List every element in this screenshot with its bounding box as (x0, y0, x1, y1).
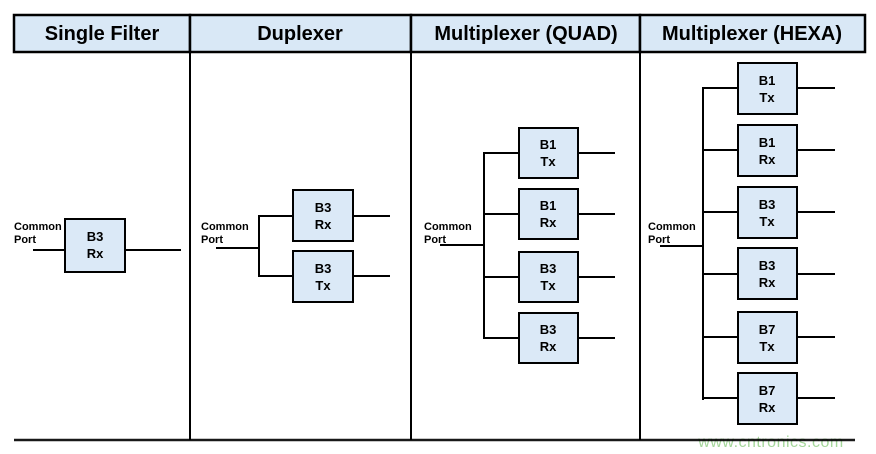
common-port-label-line1: Common (648, 221, 696, 233)
filter-box-path-label: Rx (759, 400, 776, 415)
header-cell-multiplexer-hexa (638, 13, 867, 54)
single-filter-diagram: Common Port B3 Rx (14, 218, 181, 273)
filter-box-b3-rx (64, 218, 126, 273)
filter-box-band-label: B3 (759, 258, 776, 273)
filter-box-band-label: B1 (759, 73, 776, 88)
table-header-row: Single Filter Duplexer Multiplexer (QUAD… (12, 13, 867, 54)
filter-box-path-label: Rx (315, 217, 332, 232)
duplexer-diagram: Common Port B3 Rx B3 Tx (201, 189, 390, 303)
filter-box-b3-tx (737, 186, 798, 239)
hexa-multiplexer-diagram: Common Port B1 Tx B1 Rx B3 Tx B3 Rx B7 T… (648, 62, 835, 425)
common-port-label-line1: Common (201, 221, 249, 233)
common-port-label-line1: Common (424, 221, 472, 233)
filter-box-band-label: B1 (540, 137, 557, 152)
header-cell-multiplexer-quad (409, 13, 642, 54)
common-port-label-line2: Port (201, 234, 223, 246)
filter-box-band-label: B3 (759, 197, 776, 212)
filter-box-path-label: Rx (540, 215, 557, 230)
filter-box-b3-rx (518, 312, 579, 364)
filter-box-path-label: Rx (87, 246, 104, 261)
common-port-label-line2: Port (14, 234, 36, 246)
filter-box-band-label: B3 (540, 261, 557, 276)
filter-box-b1-tx (518, 127, 579, 179)
header-label-single-filter: Single Filter (45, 23, 160, 45)
filter-box-band-label: B1 (759, 135, 776, 150)
filter-box-band-label: B3 (540, 322, 557, 337)
filter-box-path-label: Tx (759, 90, 775, 105)
header-label-multiplexer-hexa: Multiplexer (HEXA) (662, 23, 842, 45)
filter-box-band-label: B7 (759, 383, 776, 398)
filter-box-b3-rx (737, 247, 798, 300)
header-cell-single-filter (12, 13, 192, 54)
filter-box-b7-rx (737, 372, 798, 425)
header-label-duplexer: Duplexer (257, 23, 343, 45)
filter-box-b1-rx (737, 124, 798, 177)
filter-box-path-label: Tx (759, 214, 775, 229)
filter-box-path-label: Tx (540, 278, 556, 293)
header-cell-duplexer (188, 13, 413, 54)
filter-box-band-label: B3 (315, 261, 332, 276)
filter-box-path-label: Tx (759, 339, 775, 354)
filter-box-b3-tx (292, 250, 354, 303)
filter-box-b1-rx (518, 188, 579, 240)
common-port-label-line2: Port (648, 234, 670, 246)
filter-box-band-label: B3 (87, 229, 104, 244)
header-label-multiplexer-quad: Multiplexer (QUAD) (434, 23, 617, 45)
common-port-label-line1: Common (14, 221, 62, 233)
filter-box-path-label: Tx (315, 278, 331, 293)
filter-box-path-label: Rx (759, 152, 776, 167)
filter-box-b3-rx (292, 189, 354, 242)
filter-box-b1-tx (737, 62, 798, 115)
filter-box-band-label: B1 (540, 198, 557, 213)
filter-box-path-label: Tx (540, 154, 556, 169)
common-port-label-line2: Port (424, 234, 446, 246)
quad-multiplexer-diagram: Common Port B1 Tx B1 Rx B3 Tx B3 Rx (424, 127, 615, 364)
filter-box-band-label: B7 (759, 322, 776, 337)
filter-box-b7-tx (737, 311, 798, 364)
filter-box-band-label: B3 (315, 200, 332, 215)
filter-box-path-label: Rx (540, 339, 557, 354)
watermark: www.cntronics.com (697, 434, 843, 451)
filter-box-b3-tx (518, 251, 579, 303)
filter-box-path-label: Rx (759, 275, 776, 290)
